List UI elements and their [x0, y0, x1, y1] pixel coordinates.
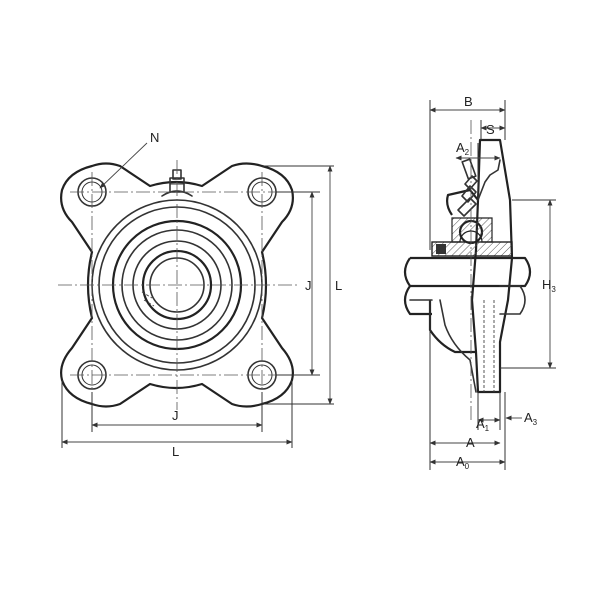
label-a1: A1	[476, 416, 490, 433]
label-l-horizontal: L	[172, 444, 179, 459]
label-n: N	[150, 130, 159, 145]
label-b: B	[464, 94, 473, 109]
shaft	[403, 256, 532, 316]
shaft-lower	[499, 285, 526, 315]
label-s: S	[486, 122, 495, 137]
label-a0: A0	[456, 454, 470, 471]
side-view: B S A2 H3 A1 A3 A A0	[403, 94, 556, 471]
label-a: A	[466, 435, 475, 450]
leader-n	[99, 142, 148, 189]
label-h3: H3	[542, 277, 556, 294]
front-view: N J L J L	[58, 130, 342, 459]
side-grease-nipple	[457, 158, 478, 217]
set-screw-square	[436, 244, 446, 254]
outer-race	[451, 217, 493, 243]
label-a2: A2	[456, 140, 470, 157]
housing-top	[477, 159, 501, 201]
set-screw	[141, 291, 155, 307]
label-l-vertical: L	[335, 278, 342, 293]
housing-lower	[439, 299, 477, 393]
label-j-vertical: J	[305, 278, 312, 293]
label-a3: A3	[524, 410, 538, 427]
label-j-horizontal: J	[172, 408, 179, 423]
